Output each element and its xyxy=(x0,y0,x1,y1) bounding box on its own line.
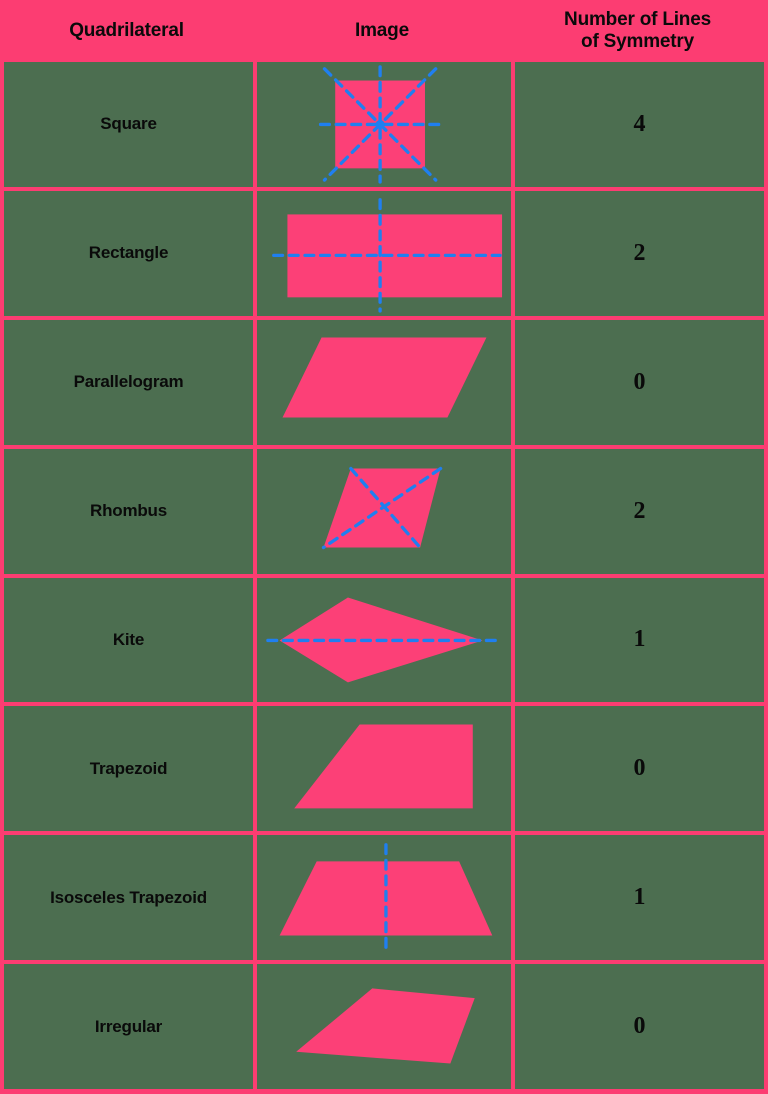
shape-image-cell xyxy=(257,577,511,703)
shape-name-label: Square xyxy=(100,114,157,134)
lines-of-symmetry-value: 0 xyxy=(633,1013,646,1040)
lines-of-symmetry-value: 2 xyxy=(633,497,646,524)
table-row: Rhombus 2 xyxy=(4,448,764,574)
lines-of-symmetry-value: 2 xyxy=(633,239,646,266)
shape-name-cell: Square xyxy=(4,62,253,187)
shape-name-cell: Kite xyxy=(4,577,253,703)
symmetry-lines xyxy=(321,466,443,549)
parallelogram-shape xyxy=(282,337,487,418)
shape-image-cell xyxy=(257,835,511,961)
table-row: Kite 1 xyxy=(4,577,764,703)
shape-name-cell: Irregular xyxy=(4,964,253,1089)
shape-name-cell: Isosceles Trapezoid xyxy=(4,835,253,961)
column-header-quadrilateral: Quadrilateral xyxy=(0,0,253,62)
table-row: Isosceles Trapezoid 1 xyxy=(4,835,764,961)
lines-of-symmetry-cell: 4 xyxy=(515,62,764,187)
shape-name-label: Rhombus xyxy=(90,501,167,521)
lines-of-symmetry-value: 0 xyxy=(633,755,646,782)
rhombus-diagram xyxy=(321,466,443,549)
column-header-image: Image xyxy=(253,0,511,62)
shape-name-cell: Trapezoid xyxy=(4,706,253,832)
lines-of-symmetry-cell: 1 xyxy=(515,835,764,961)
parallelogram-diagram xyxy=(282,337,487,418)
isosceles-trapezoid-diagram xyxy=(279,843,493,954)
column-header-quadrilateral-label: Quadrilateral xyxy=(69,20,184,42)
irregular-quadrilateral-shape xyxy=(296,988,475,1064)
lines-of-symmetry-cell: 2 xyxy=(515,190,764,316)
table-body: Square 4 Rec xyxy=(0,62,768,1094)
shape-name-cell: Parallelogram xyxy=(4,319,253,445)
lines-of-symmetry-cell: 0 xyxy=(515,964,764,1089)
table-header-row: Quadrilateral Image Number of Lines of S… xyxy=(0,0,768,62)
shape-name-cell: Rectangle xyxy=(4,190,253,316)
lines-of-symmetry-value: 1 xyxy=(633,626,646,653)
lines-of-symmetry-cell: 1 xyxy=(515,577,764,703)
column-header-lines-of-symmetry-line1: Number of Lines xyxy=(564,9,711,31)
shape-image-cell xyxy=(257,190,511,316)
shape-name-label: Irregular xyxy=(94,1016,163,1036)
lines-of-symmetry-cell: 0 xyxy=(515,319,764,445)
diagonal-symmetry-line-1 xyxy=(349,466,422,549)
table-row: Rectangle 2 xyxy=(4,190,764,316)
rectangle-diagram xyxy=(272,197,503,313)
shape-image-cell xyxy=(257,706,511,832)
lines-of-symmetry-value: 0 xyxy=(633,368,646,395)
column-header-lines-of-symmetry-line2: of Symmetry xyxy=(581,31,694,52)
shape-name-label: Parallelogram xyxy=(73,372,184,392)
table-row: Trapezoid 0 xyxy=(4,706,764,832)
shape-image-cell xyxy=(257,62,511,187)
lines-of-symmetry-value: 1 xyxy=(633,884,646,911)
center-point xyxy=(375,119,385,129)
table-row: Square 4 xyxy=(4,62,764,187)
column-header-image-label: Image xyxy=(355,20,409,42)
shape-name-label: Trapezoid xyxy=(89,758,168,778)
trapezoid-shape xyxy=(294,724,473,809)
symmetry-lines xyxy=(272,197,502,313)
shape-image-cell xyxy=(257,964,511,1089)
table-row: Parallelogram 0 xyxy=(4,319,764,445)
shape-name-label: Isosceles Trapezoid xyxy=(50,887,207,907)
diagonal-symmetry-line-2 xyxy=(321,466,443,549)
column-header-lines-of-symmetry: Number of Lines of Symmetry xyxy=(511,0,764,62)
lines-of-symmetry-cell: 0 xyxy=(515,706,764,832)
shape-image-cell xyxy=(257,448,511,574)
trapezoid-diagram xyxy=(294,724,473,809)
shape-name-label: Rectangle xyxy=(88,243,169,263)
lines-of-symmetry-value: 4 xyxy=(633,110,646,137)
irregular-quadrilateral-diagram xyxy=(296,988,475,1064)
lines-of-symmetry-cell: 2 xyxy=(515,448,764,574)
shape-image-cell xyxy=(257,319,511,445)
table-row: Irregular 0 xyxy=(4,964,764,1089)
square-diagram xyxy=(318,65,442,184)
shape-name-cell: Rhombus xyxy=(4,448,253,574)
shape-name-label: Kite xyxy=(112,629,145,649)
kite-diagram xyxy=(266,597,501,682)
